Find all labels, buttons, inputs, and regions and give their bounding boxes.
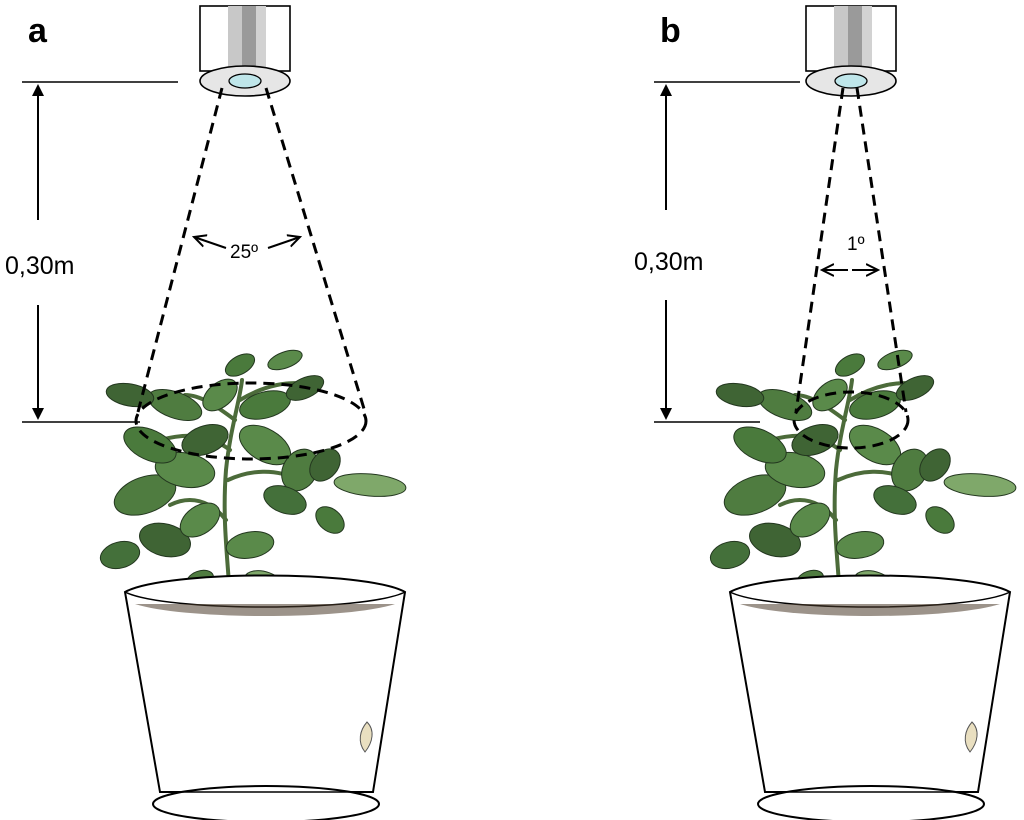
potato-plant-icon <box>705 344 1019 607</box>
target-area-ellipse <box>134 381 368 461</box>
fov-cone-right-edge <box>264 87 367 413</box>
distance-label-b: 0,30m <box>634 248 703 276</box>
fov-cone-left-edge <box>794 87 845 413</box>
angle-arrow-right <box>267 237 300 249</box>
angle-arrow-left <box>194 237 227 249</box>
flower-pot-icon <box>124 574 406 820</box>
flower-pot-icon <box>729 574 1011 820</box>
angle-label-b: 1º <box>847 234 865 255</box>
panel-a: a 0,30m 25º <box>5 5 409 820</box>
panel-a-letter: a <box>28 12 48 50</box>
target-area-ellipse <box>792 390 910 450</box>
fov-cone-left-edge <box>136 87 224 413</box>
infrared-sensor-icon <box>199 5 291 97</box>
angle-label-a: 25º <box>230 242 258 263</box>
distance-label-a: 0,30m <box>5 252 74 280</box>
infrared-sensor-icon <box>805 5 897 97</box>
fov-cone-right-edge <box>855 87 908 413</box>
panel-b-letter: b <box>660 12 681 50</box>
panel-b: b 0,30m 1º <box>634 5 1019 820</box>
